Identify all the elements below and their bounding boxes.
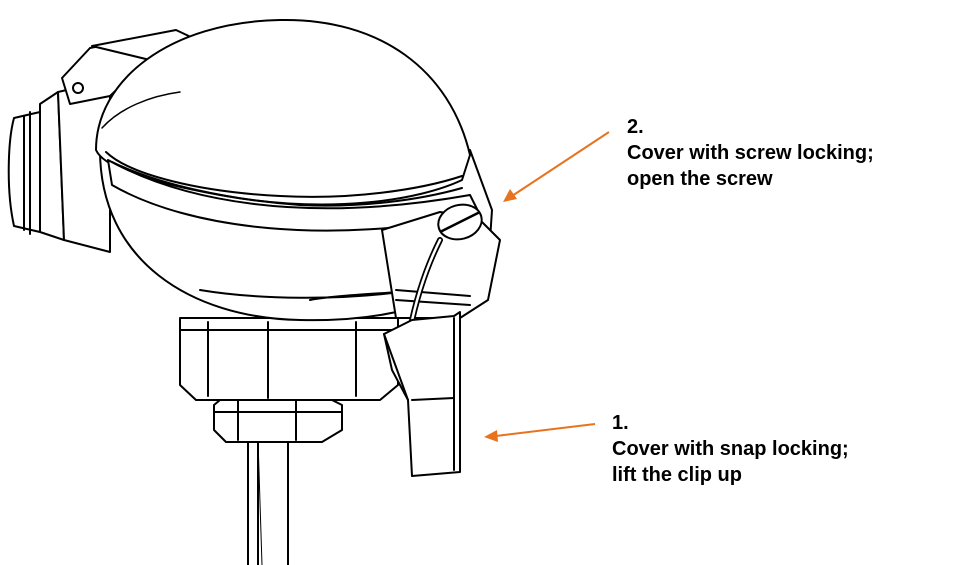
sensor-stem xyxy=(247,439,289,565)
lower-nut xyxy=(213,394,343,443)
cable-gland xyxy=(7,79,111,253)
callout-text-line: Cover with snap locking; xyxy=(612,438,849,460)
callout-arrow-screw xyxy=(503,131,610,202)
locking-screw-icon xyxy=(437,203,483,241)
callout-snap-locking: 1. Cover with snap locking; lift the cli… xyxy=(612,410,849,488)
callout-number: 2. xyxy=(627,116,644,138)
hex-fitting xyxy=(179,317,399,401)
callout-arrow-clip xyxy=(484,423,596,442)
callout-text-line: Cover with screw locking; xyxy=(627,142,874,164)
callout-number: 1. xyxy=(612,412,629,434)
snap-clip-lever xyxy=(383,311,461,477)
callout-text-line: open the screw xyxy=(627,168,773,190)
dome-cover xyxy=(95,18,471,207)
callout-text-line: lift the clip up xyxy=(612,464,742,486)
callout-screw-locking: 2. Cover with screw locking; open the sc… xyxy=(627,114,874,192)
